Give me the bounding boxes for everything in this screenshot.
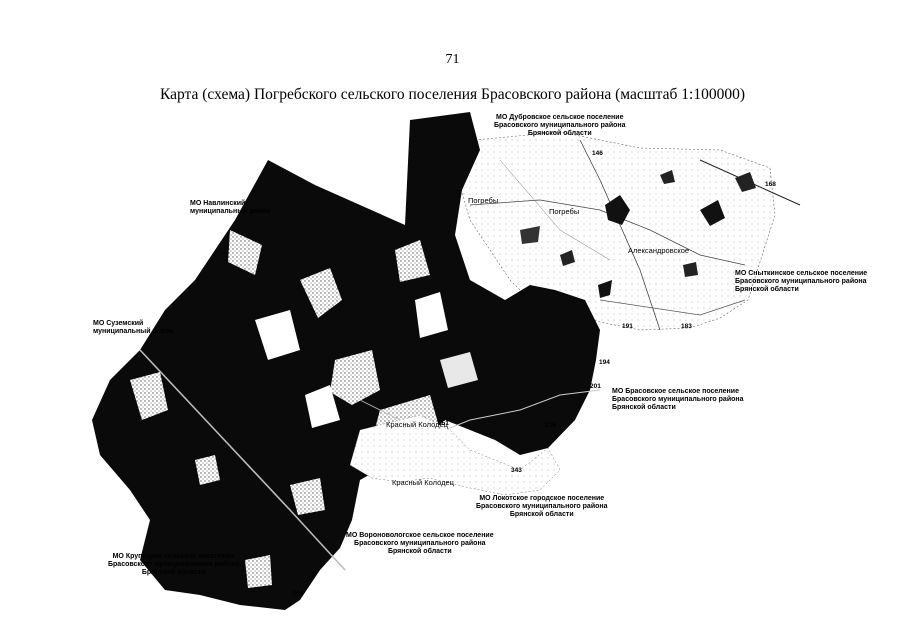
map-title: Карта (схема) Погребского сельского посе…	[159, 86, 746, 103]
road-191: 191	[622, 323, 633, 330]
east-territory	[459, 131, 801, 331]
road-201: 201	[590, 383, 601, 390]
town-pogreby-east: Погребы	[549, 207, 580, 216]
town-krasny-kolodets-1: Красный Колодец	[386, 420, 448, 429]
forest-territory	[92, 112, 601, 610]
road-343: 343	[511, 467, 522, 474]
road-194: 194	[599, 359, 610, 366]
town-pogreby-west: Погребы	[468, 196, 499, 205]
road-146: 146	[592, 150, 603, 157]
page-number: 71	[445, 52, 460, 67]
road-251: 251	[438, 420, 449, 427]
road-344: 344	[292, 590, 303, 597]
road-215: 215	[545, 422, 556, 429]
road-183: 183	[681, 323, 692, 330]
town-aleksandrovskoe: Александровское	[628, 246, 690, 255]
town-krasny-kolodets-2: Красный Колодец	[392, 478, 454, 487]
south-valley	[349, 414, 561, 496]
road-168: 168	[765, 181, 776, 188]
